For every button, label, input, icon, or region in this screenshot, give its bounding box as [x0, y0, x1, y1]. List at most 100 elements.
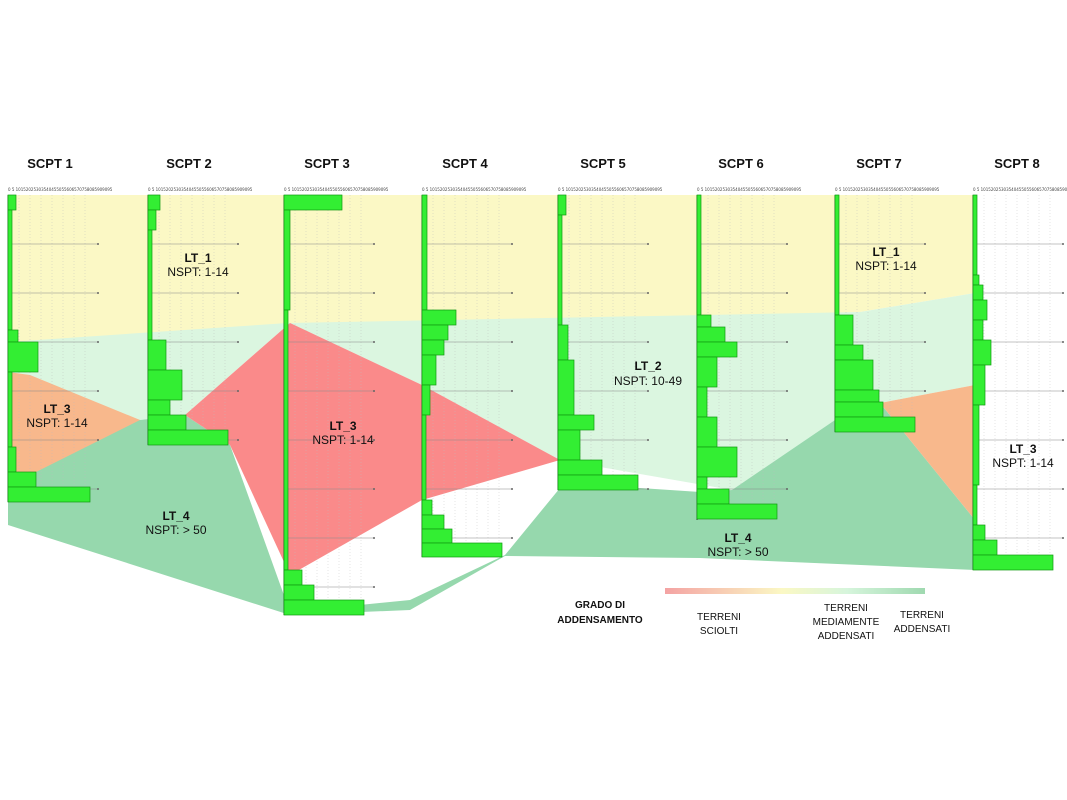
nspt-bar: [147, 339, 167, 371]
depth-tick: [786, 439, 788, 441]
depth-tick: [786, 390, 788, 392]
depth-tick: [373, 292, 375, 294]
depth-tick: [237, 390, 239, 392]
cpt-column-7: 0 5 101520253035404550556065707580859090…: [834, 187, 940, 433]
depth-tick: [237, 341, 239, 343]
depth-tick: [97, 488, 99, 490]
cpt-column-2: 0 5 101520253035404550556065707580859090…: [147, 187, 253, 446]
header-scpt-2: SCPT 2: [166, 156, 212, 171]
depth-tick: [647, 243, 649, 245]
nspt-bar: [421, 194, 428, 311]
nspt-bar: [7, 209, 13, 331]
depth-tick: [237, 243, 239, 245]
zone-labels: LT_1 NSPT: 1-14 LT_1 NSPT: 1-14 LT_2 NSP…: [26, 245, 1054, 559]
depth-tick: [924, 390, 926, 392]
nspt-bar: [283, 584, 315, 601]
depth-tick: [97, 243, 99, 245]
depth-tick: [511, 341, 513, 343]
depth-tick: [511, 390, 513, 392]
depth-tick: [786, 341, 788, 343]
nspt-bar: [834, 416, 916, 433]
depth-tick: [373, 243, 375, 245]
depth-tick: [647, 390, 649, 392]
scale-labels-5: 0 5 101520253035404550556065707580859090…: [558, 187, 663, 192]
nspt-bar: [972, 364, 986, 406]
legend-label-mediamente-1: TERRENI: [824, 603, 868, 614]
nspt-bar: [972, 404, 980, 486]
nspt-bar: [421, 514, 445, 530]
nspt-bar: [696, 446, 738, 478]
depth-tick: [647, 292, 649, 294]
nspt-bar: [557, 429, 581, 461]
cpt-column-8: 0 5 101520253035404550556065707580859090…: [972, 187, 1067, 571]
lt1-right-name: LT_1: [872, 245, 899, 259]
depth-tick: [1062, 537, 1064, 539]
nspt-bar: [283, 599, 365, 616]
legend-label-mediamente-2: MEDIAMENTE: [813, 617, 880, 628]
nspt-bar: [972, 484, 978, 526]
nspt-bar: [7, 194, 17, 211]
cpt-column-3: 0 5 101520253035404550556065707580859090…: [283, 187, 389, 616]
lt3-right-nspt: NSPT: 1-14: [992, 456, 1054, 470]
nspt-bar: [696, 488, 730, 505]
depth-tick: [924, 292, 926, 294]
nspt-bar: [972, 339, 992, 366]
nspt-bar: [696, 476, 708, 490]
lt4-left-nspt: NSPT: > 50: [145, 523, 206, 537]
depth-tick: [924, 243, 926, 245]
lt3-right-name: LT_3: [1009, 442, 1036, 456]
nspt-bar: [972, 284, 984, 301]
nspt-bar: [7, 341, 39, 373]
depth-tick: [786, 243, 788, 245]
depth-tick: [647, 439, 649, 441]
nspt-bar: [557, 459, 603, 476]
nspt-bar: [147, 369, 183, 401]
lt1-left-name: LT_1: [184, 251, 211, 265]
header-scpt-1: SCPT 1: [27, 156, 73, 171]
depth-tick: [97, 439, 99, 441]
legend-label-mediamente-3: ADDENSATI: [818, 631, 875, 642]
lt3-left-name: LT_3: [43, 402, 70, 416]
lt4-right-nspt: NSPT: > 50: [707, 545, 768, 559]
depth-tick: [1062, 488, 1064, 490]
scale-labels-8: 0 5 101520253035404550556065707580859090…: [973, 187, 1067, 192]
depth-tick: [511, 439, 513, 441]
header-scpt-6: SCPT 6: [718, 156, 764, 171]
column-headers: SCPT 1 SCPT 2 SCPT 3 SCPT 4 SCPT 5 SCPT …: [27, 156, 1040, 171]
nspt-bar: [972, 524, 986, 541]
cpt-column-6: 0 5 101520253035404550556065707580859090…: [696, 187, 802, 520]
scale-labels-4: 0 5 101520253035404550556065707580859090…: [422, 187, 527, 192]
zone-lt3-center-fill: [185, 323, 560, 575]
nspt-bar: [283, 209, 291, 311]
header-scpt-5: SCPT 5: [580, 156, 626, 171]
depth-tick: [647, 341, 649, 343]
lt1-left-nspt: NSPT: 1-14: [167, 265, 229, 279]
nspt-bar: [421, 528, 453, 544]
nspt-bar: [557, 414, 595, 431]
depth-tick: [511, 243, 513, 245]
nspt-bar: [696, 503, 778, 520]
scale-labels-6: 0 5 101520253035404550556065707580859090…: [697, 187, 802, 192]
nspt-bar: [696, 356, 718, 388]
nspt-bar: [557, 214, 563, 326]
nspt-bar: [283, 309, 289, 571]
header-scpt-8: SCPT 8: [994, 156, 1040, 171]
depth-tick: [786, 292, 788, 294]
zone-lt1-fill: [8, 195, 975, 342]
header-scpt-3: SCPT 3: [304, 156, 350, 171]
depth-tick: [373, 439, 375, 441]
scale-labels-1: 0 5 101520253035404550556065707580859090…: [8, 187, 113, 192]
nspt-bar: [834, 314, 854, 346]
nspt-bar: [421, 339, 445, 356]
cpt-column-4: 0 5 101520253035404550556065707580859090…: [421, 187, 527, 558]
depth-tick: [511, 488, 513, 490]
lt4-right-name: LT_4: [724, 531, 751, 545]
nspt-bar: [147, 414, 187, 431]
depth-tick: [1062, 341, 1064, 343]
lt1-right-nspt: NSPT: 1-14: [855, 259, 917, 273]
legend-label-sciolti-1: TERRENI: [697, 612, 741, 623]
nspt-bar: [283, 194, 343, 211]
nspt-bar: [7, 329, 19, 343]
depth-tick: [373, 586, 375, 588]
